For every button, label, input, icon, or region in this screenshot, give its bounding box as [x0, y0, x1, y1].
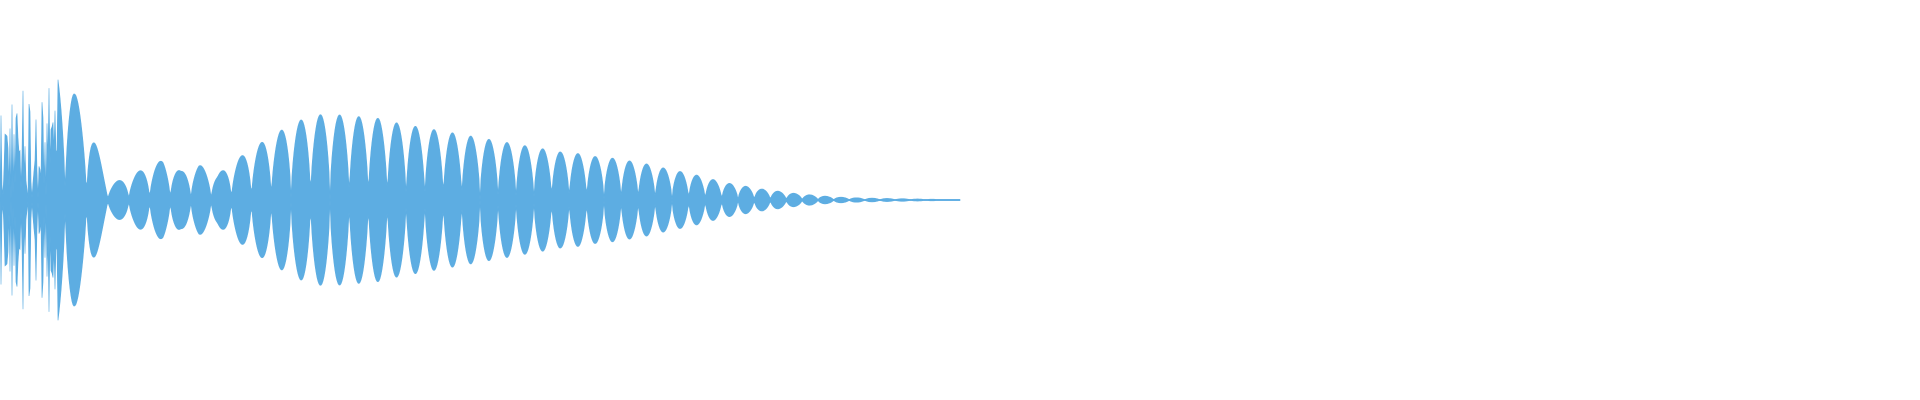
waveform-shape — [0, 79, 961, 321]
